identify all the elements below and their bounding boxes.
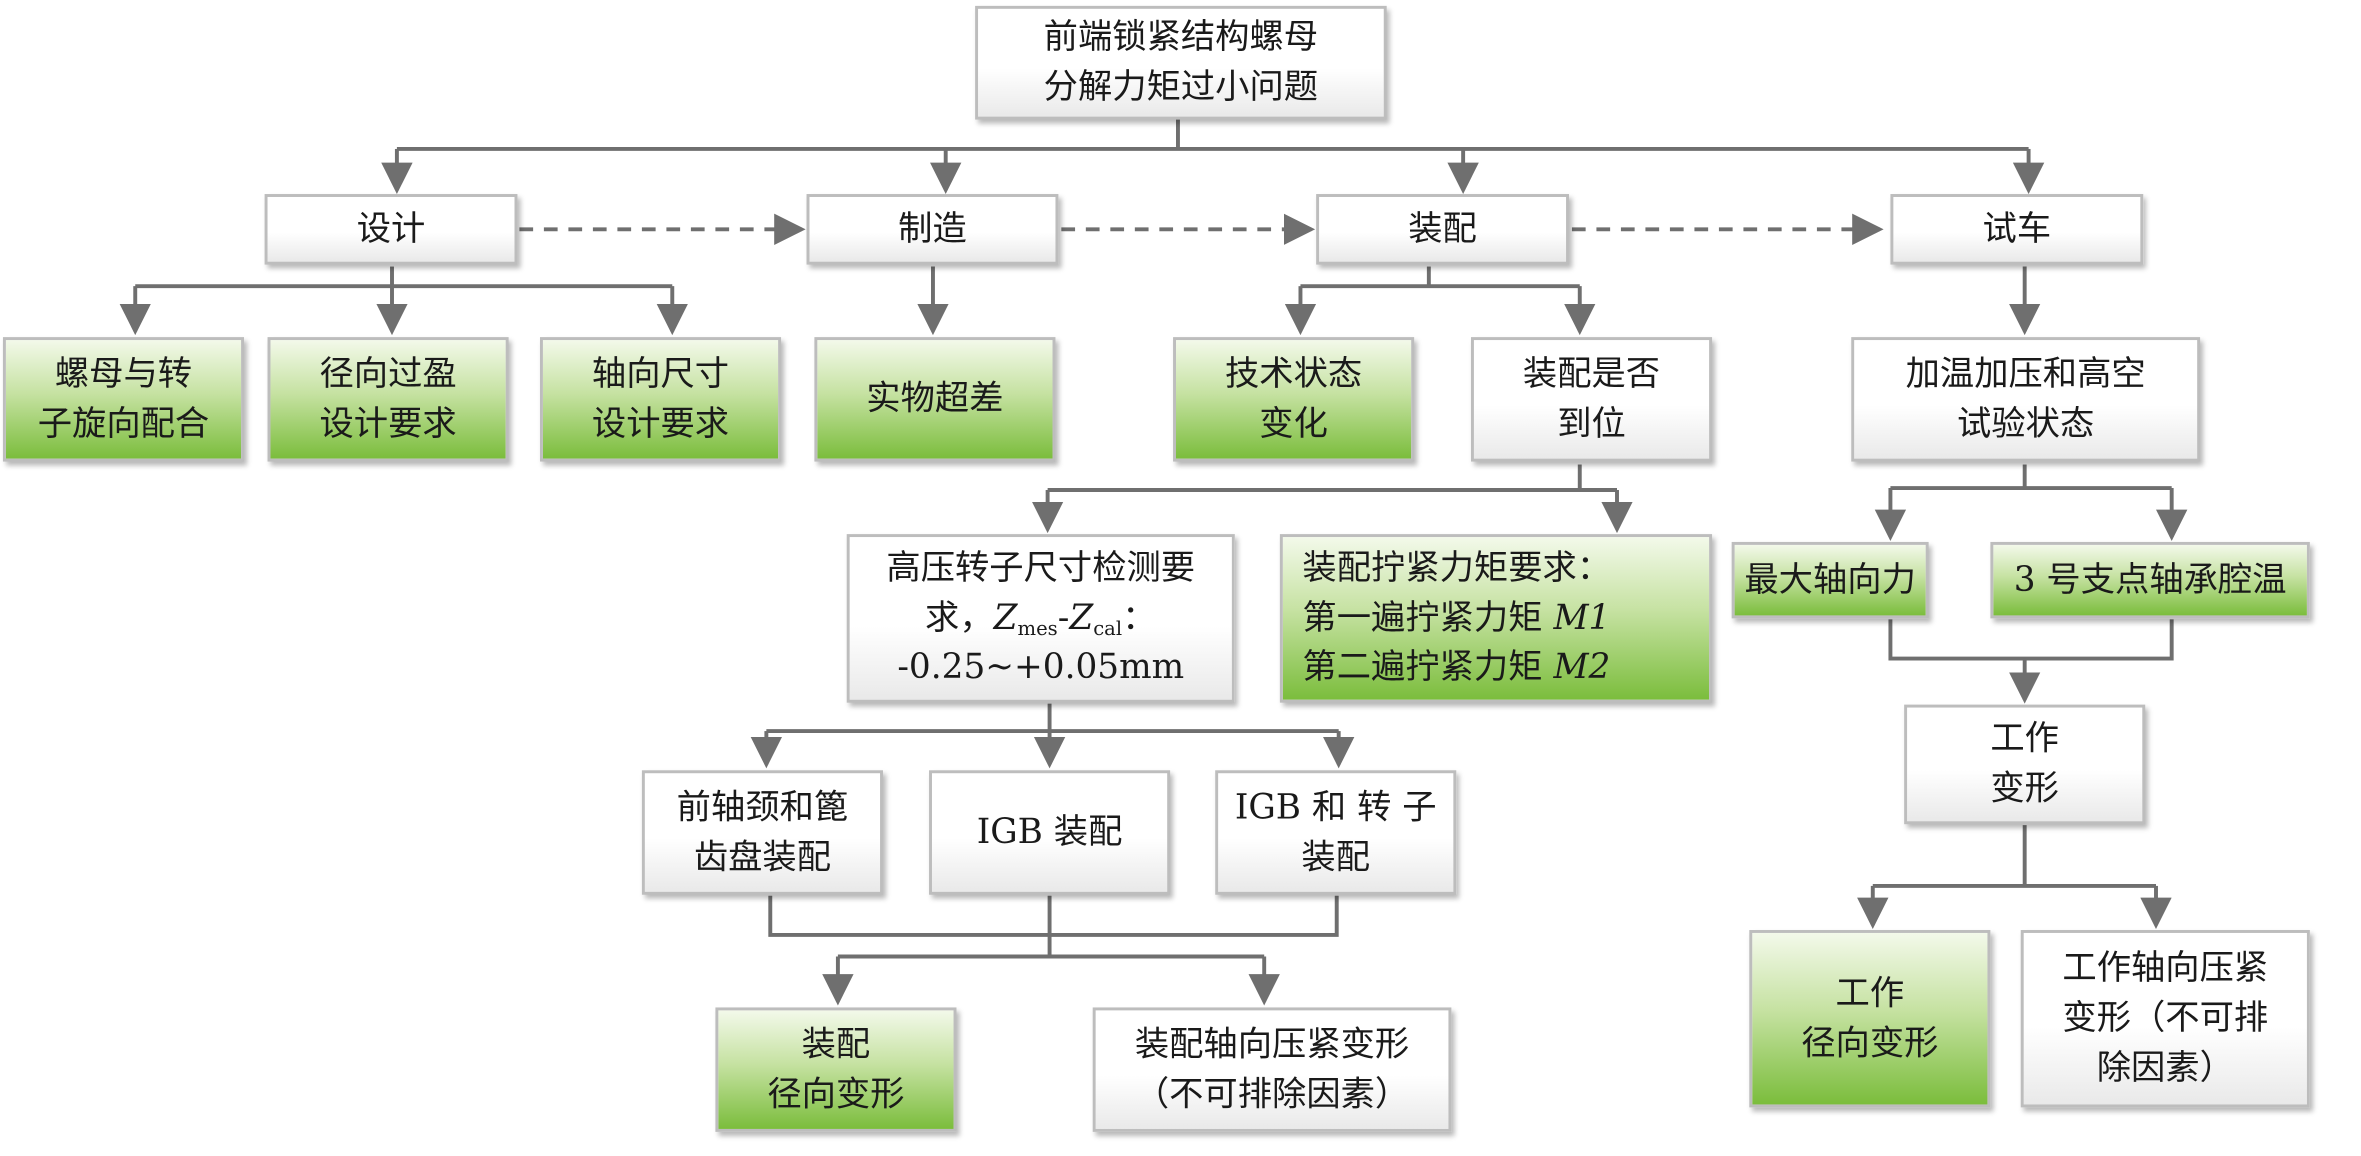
- first-torque-symbol: M1: [1553, 598, 1611, 638]
- test-condition-line-2: 试验状态: [1957, 404, 2095, 444]
- work-axial-line-1: 工作轴向压紧: [2062, 949, 2269, 989]
- work-radial-deform-box: 工作 径向变形: [1749, 930, 1991, 1108]
- assembly-part-1: 前轴颈和篦 齿盘装配: [641, 770, 883, 895]
- work-axial-line-3: 除因素）: [2096, 1048, 2234, 1088]
- tech-state-box: 技术状态 变化: [1173, 337, 1415, 462]
- z-mes-subscript: mes: [1017, 616, 1058, 640]
- assembly-part-3-line-2: 装配: [1301, 837, 1371, 877]
- test-run-box: 试车: [1890, 194, 2144, 265]
- assembly-radial-line-1: 装配: [801, 1024, 871, 1065]
- z-cal-symbol: Z: [1069, 598, 1094, 638]
- z-mes-symbol: Z: [993, 598, 1018, 638]
- bearing-temp-label: 3 号支点轴承腔温: [2013, 560, 2287, 600]
- in-place-line-2: 到位: [1557, 404, 1626, 444]
- test-condition-box: 加温加压和高空 试验状态: [1851, 337, 2201, 462]
- max-axial-force-label: 最大轴向力: [1744, 560, 1916, 600]
- assembly-axial-line-1: 装配轴向压紧变形: [1134, 1024, 1410, 1065]
- connector-lines: [119, 119, 2188, 1006]
- z-cal-subscript: cal: [1093, 616, 1123, 640]
- in-place-box: 装配是否 到位: [1470, 337, 1713, 462]
- assembly-radial-line-2: 径向变形: [767, 1074, 905, 1114]
- work-deform-box: 工作 变形: [1904, 704, 2146, 825]
- work-axial-line-2: 变形（不可排: [2062, 998, 2269, 1038]
- work-deform-line-2: 变形: [1990, 769, 2059, 809]
- design-child-2: 径向过盈 设计要求: [267, 337, 509, 462]
- assembly-part-1-line-1: 前轴颈和篦: [676, 787, 849, 827]
- bearing-temp-box: 3 号支点轴承腔温: [1990, 541, 2310, 619]
- assembly-axial-line-2: （不可排除因素）: [1134, 1074, 1410, 1114]
- design-child-1-line-2: 子旋向配合: [37, 404, 210, 444]
- assembly-axial-deform-box: 装配轴向压紧变形 （不可排除因素）: [1092, 1007, 1452, 1132]
- in-place-line-1: 装配是否: [1522, 354, 1661, 394]
- design-child-3-line-1: 轴向尺寸: [591, 354, 730, 394]
- torque-requirement-box: 装配拧紧力矩要求： 第一遍拧紧力矩 M1 第二遍拧紧力矩 M2: [1279, 534, 1713, 703]
- assembly-part-2-label: IGB 装配: [976, 812, 1123, 852]
- assembly-label: 装配: [1408, 209, 1477, 249]
- design-child-2-line-2: 设计要求: [319, 404, 457, 444]
- second-torque-text: 第二遍拧紧力矩: [1302, 648, 1554, 688]
- work-axial-deform-box: 工作轴向压紧 变形（不可排 除因素）: [2020, 930, 2310, 1108]
- max-axial-force-box: 最大轴向力: [1731, 541, 1929, 619]
- design-child-1-line-1: 螺母与转: [54, 354, 193, 394]
- hp-rotor-check-box: 高压转子尺寸检测要 求，Zmes-Zcal： -0.25~+0.05mm: [846, 534, 1235, 703]
- tech-state-line-1: 技术状态: [1224, 354, 1363, 394]
- design-child-2-line-1: 径向过盈: [319, 354, 457, 394]
- hp-rotor-suffix: ：: [1122, 598, 1157, 638]
- manufacture-child: 实物超差: [814, 337, 1056, 462]
- root-problem-box: 前端锁紧结构螺母 分解力矩过小问题: [975, 5, 1387, 120]
- tech-state-line-2: 变化: [1259, 404, 1328, 444]
- manufacture-box: 制造: [806, 194, 1059, 265]
- assembly-part-1-line-2: 齿盘装配: [693, 837, 832, 877]
- test-condition-line-1: 加温加压和高空: [1905, 354, 2146, 394]
- fault-tree-diagram: 前端锁紧结构螺母 分解力矩过小问题 设计 制造 装配 试车 螺母与转 子旋向配合…: [2, 5, 2310, 1132]
- hp-rotor-line-1: 高压转子尺寸检测要: [886, 548, 1196, 588]
- assembly-part-3: IGB 和 转 子 装配: [1215, 770, 1457, 895]
- torque-line-3: 第二遍拧紧力矩 M2: [1302, 643, 1611, 693]
- torque-line-2: 第一遍拧紧力矩 M1: [1302, 594, 1611, 644]
- minus-sign: -: [1057, 598, 1070, 638]
- work-radial-line-2: 径向变形: [1801, 1023, 1939, 1063]
- work-deform-line-1: 工作: [1990, 719, 2059, 759]
- root-line-2: 分解力矩过小问题: [1043, 67, 1319, 107]
- torque-line-1: 装配拧紧力矩要求：: [1302, 548, 1612, 588]
- design-child-3-line-2: 设计要求: [591, 404, 730, 444]
- test-run-label: 试车: [1982, 209, 2052, 249]
- design-box: 设计: [264, 194, 518, 265]
- hp-rotor-line-2: 求，Zmes-Zcal：: [886, 594, 1195, 644]
- design-label: 设计: [356, 209, 426, 249]
- design-child-1: 螺母与转 子旋向配合: [2, 337, 245, 462]
- second-torque-symbol: M2: [1553, 648, 1611, 688]
- root-line-1: 前端锁紧结构螺母: [1043, 17, 1319, 58]
- hp-rotor-prefix: 求，: [925, 598, 994, 638]
- assembly-part-3-line-1: IGB 和 转 子: [1234, 787, 1437, 827]
- work-radial-line-1: 工作: [1835, 973, 1905, 1014]
- hp-rotor-line-3: -0.25~+0.05mm: [897, 648, 1185, 688]
- assembly-part-2: IGB 装配: [929, 770, 1171, 895]
- first-torque-text: 第一遍拧紧力矩: [1302, 598, 1554, 638]
- design-child-3: 轴向尺寸 设计要求: [539, 337, 782, 462]
- assembly-box: 装配: [1316, 194, 1569, 265]
- assembly-radial-deform-box: 装配 径向变形: [715, 1007, 957, 1132]
- manufacture-label: 制造: [898, 209, 967, 249]
- manufacture-child-label: 实物超差: [866, 379, 1004, 419]
